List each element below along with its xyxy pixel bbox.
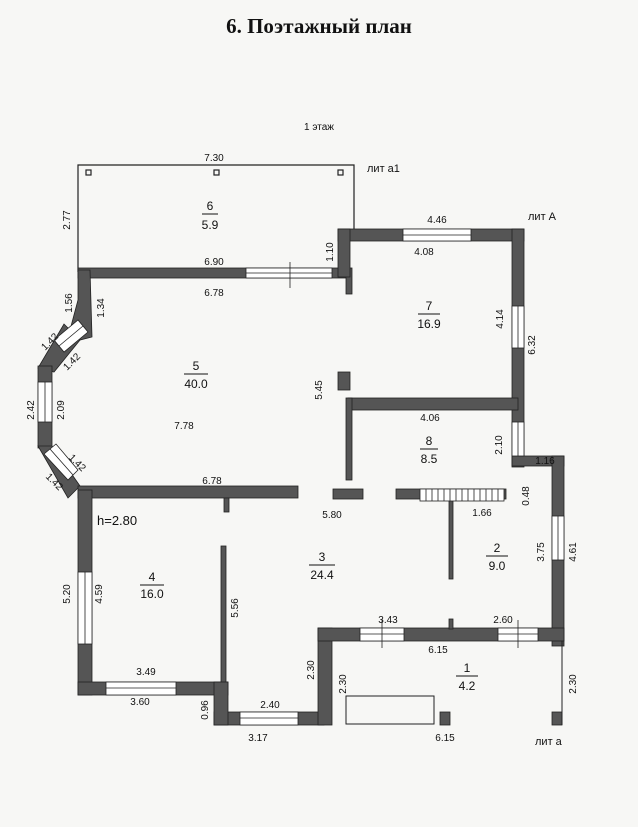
dim-label: 4.59	[94, 584, 105, 604]
page-title: 6. Поэтажный план	[226, 14, 412, 38]
dim-label: 4.14	[495, 309, 506, 329]
dim-label: 0.48	[521, 486, 532, 506]
room-7-number: 7	[426, 299, 433, 313]
dim-label: 2.60	[493, 615, 513, 626]
room-4-area: 16.0	[140, 587, 164, 601]
dim-label: 2.30	[568, 674, 579, 694]
dim-label: 2.77	[62, 210, 73, 230]
veranda-outline	[77, 164, 355, 272]
walls	[37, 228, 565, 726]
lit-a1-label: лит а1	[367, 163, 400, 175]
dim-label: 5.20	[62, 584, 73, 604]
floor-label: 1 этаж	[304, 122, 334, 133]
dim-label: 6.15	[428, 645, 448, 656]
dim-label: 1.66	[472, 508, 492, 519]
room-6-area: 5.9	[202, 218, 219, 232]
room-5-area: 40.0	[184, 377, 208, 391]
dim-label: 2.30	[338, 674, 349, 694]
room-5-number: 5	[193, 359, 200, 373]
dim-label: 6.78	[202, 476, 222, 487]
ceiling-height: h=2.80	[97, 513, 137, 528]
room-1-number: 1	[464, 661, 471, 675]
room-8-area: 8.5	[421, 452, 438, 466]
dim-label: 2.10	[494, 435, 505, 455]
dim-label: 7.30	[204, 153, 224, 164]
dim-label: 3.43	[378, 615, 398, 626]
room-4-number: 4	[149, 570, 156, 584]
room-7-area: 16.9	[417, 317, 441, 331]
lit-A-label: лит А	[528, 211, 557, 223]
dim-label: 1.34	[96, 298, 107, 318]
porch-outline	[345, 641, 563, 725]
dim-label: 4.46	[427, 215, 447, 226]
dim-label: 3.49	[136, 667, 156, 678]
room-8-number: 8	[426, 434, 433, 448]
dim-label: 1.10	[325, 242, 336, 262]
dim-label: 4.06	[420, 413, 440, 424]
dim-label: 0.96	[200, 700, 211, 720]
room-6-number: 6	[207, 199, 214, 213]
dim-label: 5.45	[314, 380, 325, 400]
dim-label: 3.17	[248, 733, 268, 744]
lit-labels: лит а1 лит А лит а	[367, 163, 563, 748]
dimension-labels: 7.30 2.77 6.90 1.10 4.46 4.08 1.56 1.34 …	[26, 153, 579, 744]
dim-label: 4.08	[414, 247, 434, 258]
dim-label: 2.40	[260, 700, 280, 711]
dim-label: 6.90	[204, 257, 224, 268]
dim-label: 2.09	[56, 400, 67, 420]
dim-label: 6.32	[527, 335, 538, 355]
dim-label: 1.56	[64, 293, 75, 313]
dim-label: 5.56	[230, 598, 241, 618]
room-2-area: 9.0	[489, 559, 506, 573]
dim-label: 6.78	[204, 288, 224, 299]
lit-a-label: лит а	[535, 736, 563, 748]
room-labels: 6 5.9 7 16.9 5 40.0 8 8.5 4 16.0 3 24.4 …	[97, 199, 508, 693]
dim-label: 2.30	[306, 660, 317, 680]
room-1-area: 4.2	[459, 679, 476, 693]
dim-label: 3.75	[536, 542, 547, 562]
dim-label: 7.78	[174, 421, 194, 432]
dim-label: 4.61	[568, 542, 579, 562]
dim-label: 2.42	[26, 400, 37, 420]
dim-label: 1.16	[535, 456, 555, 467]
windows	[37, 228, 565, 726]
room-2-number: 2	[494, 541, 501, 555]
room-3-area: 24.4	[310, 568, 334, 582]
dim-label: 3.60	[130, 697, 150, 708]
dim-label: 5.80	[322, 510, 342, 521]
staircase	[419, 488, 505, 502]
room-3-number: 3	[319, 550, 326, 564]
dim-label: 6.15	[435, 733, 455, 744]
